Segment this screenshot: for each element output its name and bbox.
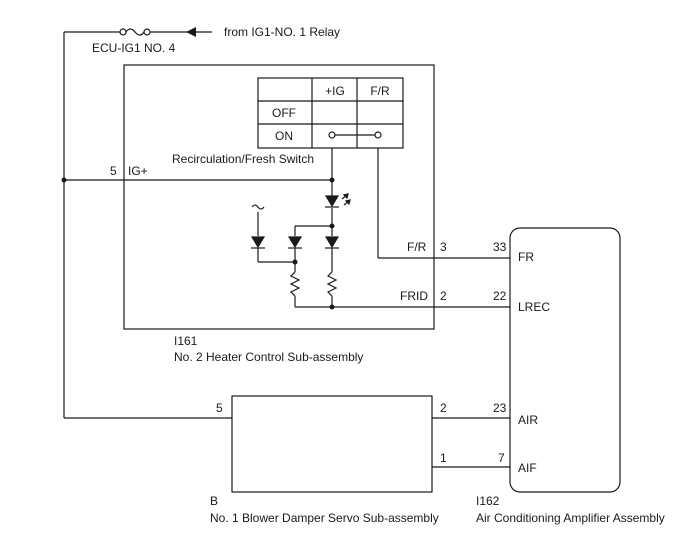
frid-pin-name: FRID (400, 289, 428, 303)
amp-lrec-pin-name: LREC (518, 300, 550, 314)
frid-pin-number: 2 (440, 289, 447, 303)
amp-name: Air Conditioning Amplifier Assembly (476, 511, 665, 525)
heater-control-box (123, 64, 435, 330)
amp-aif-pin-number: 7 (498, 451, 505, 465)
diode-icon (250, 236, 266, 249)
amplifier-box (509, 227, 621, 493)
diode-icon (324, 236, 340, 249)
amp-air-pin-name: AIR (518, 413, 538, 427)
illumination-icon (251, 204, 265, 210)
amp-fr-pin-number: 33 (493, 240, 507, 254)
servo-name: No. 1 Blower Damper Servo Sub-assembly (210, 511, 439, 525)
switch-row-off: OFF (272, 106, 296, 120)
fuse-icon (119, 28, 151, 36)
heater-control-name: No. 2 Heater Control Sub-assembly (174, 350, 363, 364)
resistor-right (326, 271, 338, 297)
switch-label: Recirculation/Fresh Switch (172, 152, 314, 166)
fr-pin-number: 3 (440, 240, 447, 254)
relay-source-label: from IG1-NO. 1 Relay (224, 25, 340, 39)
switch-contact-right (374, 131, 382, 139)
led-icon (324, 193, 351, 208)
fr-pin-name: F/R (407, 240, 427, 254)
servo-box (231, 395, 433, 493)
heater-connector-id: I161 (174, 334, 198, 348)
servo-connector-id: B (210, 494, 218, 508)
ig-pin-name: IG+ (128, 164, 148, 178)
servo-left-pin: 5 (216, 401, 223, 415)
amp-lrec-pin-number: 22 (493, 289, 507, 303)
amp-fr-pin-name: FR (518, 250, 534, 264)
junction-dots (61, 177, 335, 310)
switch-col-ig: +IG (325, 84, 345, 98)
resistor-left (289, 271, 301, 297)
switch-row-on: ON (275, 129, 293, 143)
amp-connector-id: I162 (476, 494, 500, 508)
diode-icon (287, 236, 303, 249)
switch-col-fr: F/R (370, 84, 390, 98)
ig-pin-number: 5 (110, 164, 117, 178)
fuse-name-label: ECU-IG1 NO. 4 (92, 41, 176, 55)
switch-table (257, 77, 404, 149)
servo-top-right-pin: 2 (440, 401, 447, 415)
amp-air-pin-number: 23 (493, 401, 507, 415)
servo-bottom-right-pin: 1 (440, 451, 447, 465)
amp-aif-pin-name: AIF (518, 461, 537, 475)
switch-contact-left (328, 131, 336, 139)
arrow-left-icon (186, 27, 196, 37)
